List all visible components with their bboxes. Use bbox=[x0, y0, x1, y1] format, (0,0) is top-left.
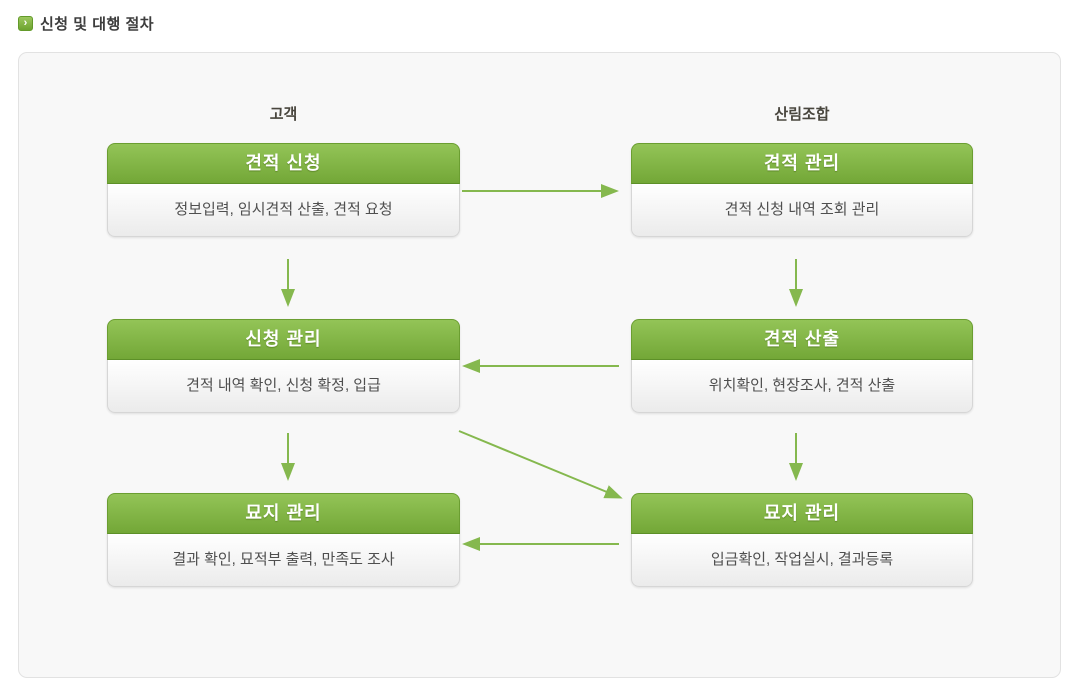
node-quote-request-title: 견적 신청 bbox=[107, 143, 460, 184]
node-grave-manage-customer-desc: 결과 확인, 묘적부 출력, 만족도 조사 bbox=[107, 534, 460, 587]
flow-diagram-panel: 고객 산림조합 견적 신청 정보입력, 임시견적 산출, 견적 요청 견적 관리… bbox=[18, 52, 1061, 678]
node-grave-manage-coop-desc: 입금확인, 작업실시, 결과등록 bbox=[631, 534, 973, 587]
node-quote-calc: 견적 산출 위치확인, 현장조사, 견적 산출 bbox=[631, 319, 973, 413]
node-grave-manage-coop: 묘지 관리 입금확인, 작업실시, 결과등록 bbox=[631, 493, 973, 587]
node-grave-manage-coop-title: 묘지 관리 bbox=[631, 493, 973, 534]
node-quote-request-desc: 정보입력, 임시견적 산출, 견적 요청 bbox=[107, 184, 460, 237]
arrow-apply-manage-to-grave-manage-coop bbox=[458, 430, 623, 499]
node-quote-manage: 견적 관리 견적 신청 내역 조회 관리 bbox=[631, 143, 973, 237]
node-quote-request: 견적 신청 정보입력, 임시견적 산출, 견적 요청 bbox=[107, 143, 460, 237]
page-title: 신청 및 대행 절차 bbox=[40, 16, 155, 33]
chevron-right-icon: › bbox=[18, 16, 33, 31]
node-grave-manage-customer: 묘지 관리 결과 확인, 묘적부 출력, 만족도 조사 bbox=[107, 493, 460, 587]
node-apply-manage-title: 신청 관리 bbox=[107, 319, 460, 360]
node-apply-manage-desc: 견적 내역 확인, 신청 확정, 입급 bbox=[107, 360, 460, 413]
section-title: › 신청 및 대행 절차 bbox=[18, 13, 154, 34]
node-quote-calc-desc: 위치확인, 현장조사, 견적 산출 bbox=[631, 360, 973, 413]
node-grave-manage-customer-title: 묘지 관리 bbox=[107, 493, 460, 534]
column-label-forestry-coop: 산림조합 bbox=[774, 106, 830, 123]
node-apply-manage: 신청 관리 견적 내역 확인, 신청 확정, 입급 bbox=[107, 319, 460, 413]
column-label-customer: 고객 bbox=[269, 106, 298, 123]
node-quote-calc-title: 견적 산출 bbox=[631, 319, 973, 360]
node-quote-manage-title: 견적 관리 bbox=[631, 143, 973, 184]
node-quote-manage-desc: 견적 신청 내역 조회 관리 bbox=[631, 184, 973, 237]
